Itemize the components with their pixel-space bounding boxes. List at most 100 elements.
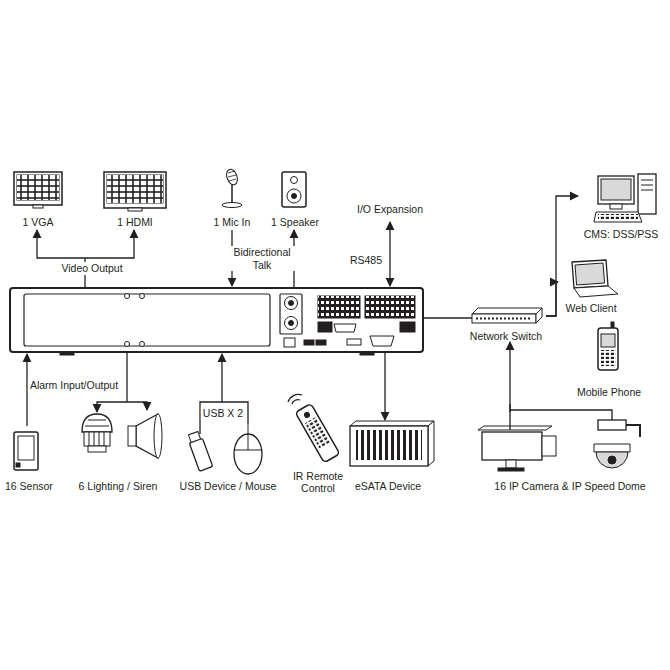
esata-device-part (350, 421, 434, 426)
nvr-recorder-part (285, 297, 298, 310)
cms-computer-part (641, 180, 653, 190)
microphone-part (228, 171, 236, 181)
nvr-recorder-part (60, 352, 74, 355)
device-node: 16 IP Camera & IP Speed Dome (476, 412, 664, 492)
cms-computer-part (610, 204, 622, 209)
nvr-recorder-part (140, 342, 145, 347)
nvr-recorder-part (125, 342, 130, 347)
nvr-recorder-part (24, 294, 270, 346)
ir-remote (288, 394, 340, 462)
device-node: 1 Speaker (266, 168, 324, 228)
device-label: eSATA Device (355, 480, 421, 492)
esata-device (350, 421, 434, 466)
lighting-lamp-part (88, 446, 106, 452)
device-label: Network Switch (470, 330, 542, 342)
nvr-recorder-part (365, 296, 415, 318)
lighting-lamp (82, 414, 112, 452)
hdmi-monitor-part (107, 175, 163, 203)
sensor-part (16, 463, 20, 467)
nvr-recorder-part (365, 296, 415, 318)
alarm-bracket (97, 402, 147, 412)
speaker (282, 172, 306, 207)
device-label: 16 IP Camera & IP Speed Dome (494, 480, 645, 492)
lighting-lamp-part (84, 432, 110, 446)
ip-speed-dome-part (598, 420, 626, 430)
microphone-part (222, 203, 242, 208)
siren-part (128, 426, 136, 446)
ip-speed-dome-part (626, 425, 640, 437)
device-label: 1 Mic In (214, 216, 251, 228)
ir-remote-part (295, 404, 340, 463)
lighting-lamp-part (82, 414, 112, 432)
device-node: USB Device / Mouse (176, 422, 280, 492)
usb-stick-part (188, 431, 200, 442)
esata-device-part (356, 430, 422, 460)
mouse-part (234, 434, 262, 474)
mobile-phone-part (601, 350, 616, 366)
ir-remote-part (288, 394, 302, 404)
mobile-phone-part (598, 328, 618, 370)
hdmi-monitor (104, 172, 166, 211)
network-link (546, 196, 578, 316)
laptop-part (575, 263, 605, 285)
ip-speed-dome (594, 420, 640, 468)
cms-computer-part (598, 176, 634, 204)
usb-stick-part (189, 438, 212, 471)
vga-monitor-part (17, 175, 59, 200)
device-node: 1 VGA (8, 168, 68, 228)
nvr-recorder-part (125, 294, 130, 299)
ir-remote-part-part (305, 417, 330, 449)
cms-computer-part (594, 212, 642, 222)
sensor-part (18, 436, 34, 460)
device-node: 1 Mic In (202, 168, 262, 228)
network-link (509, 342, 510, 412)
nvr-recorder-part (334, 324, 356, 332)
group-label: USB X 2 (201, 407, 245, 420)
siren-part (154, 414, 162, 458)
nvr-recorder-part (400, 322, 415, 332)
sensor-part (14, 432, 38, 470)
ip-speed-dome-part (594, 444, 630, 452)
ip-camera-part (542, 436, 556, 456)
laptop-part (574, 286, 618, 297)
esata-device-part (350, 426, 428, 466)
nvr-recorder-part (304, 340, 314, 345)
device-label: USB Device / Mouse (180, 480, 277, 492)
mobile-phone (598, 322, 618, 370)
device-node: 1 HDMI (100, 168, 170, 228)
device-label: Mobile Phone (577, 386, 641, 398)
device-node: 6 Lighting / Siren (70, 410, 166, 492)
nvr-recorder-part (289, 301, 294, 306)
microphone (222, 168, 242, 208)
lighting-lamp-part (89, 432, 104, 446)
ip-camera-part (478, 426, 552, 430)
network-wire (423, 317, 472, 318)
usb-stick (187, 431, 213, 471)
nvr-recorder-part (289, 321, 294, 326)
network-link (546, 282, 558, 316)
ip-camera (478, 426, 556, 471)
esata-device-part (428, 421, 434, 466)
ip-camera-part (506, 460, 516, 468)
network-switch-part (472, 308, 542, 314)
group-label: RS485 (348, 254, 384, 267)
ip-speed-dome-part (596, 452, 628, 468)
speaker-part (282, 172, 306, 207)
nvr-recorder-part (360, 352, 374, 355)
nvr-recorder-part (318, 296, 360, 318)
device-node: Mobile Phone (574, 320, 644, 398)
device-label: 6 Lighting / Siren (79, 480, 158, 492)
device-label: 1 Speaker (271, 216, 319, 228)
cms-computer (594, 174, 656, 222)
ip-camera-part (498, 468, 524, 471)
alarm-wire (126, 352, 127, 402)
vga-monitor-part (33, 205, 43, 208)
laptop-part (572, 260, 608, 288)
device-label: IR Remote Control (290, 470, 346, 494)
vga-monitor (14, 172, 62, 208)
device-label: CMS: DSS/PSS (584, 228, 659, 240)
device-node: Network Switch (466, 304, 546, 342)
nvr-recorder-part (370, 336, 394, 346)
ir-remote-part-part (304, 412, 311, 419)
